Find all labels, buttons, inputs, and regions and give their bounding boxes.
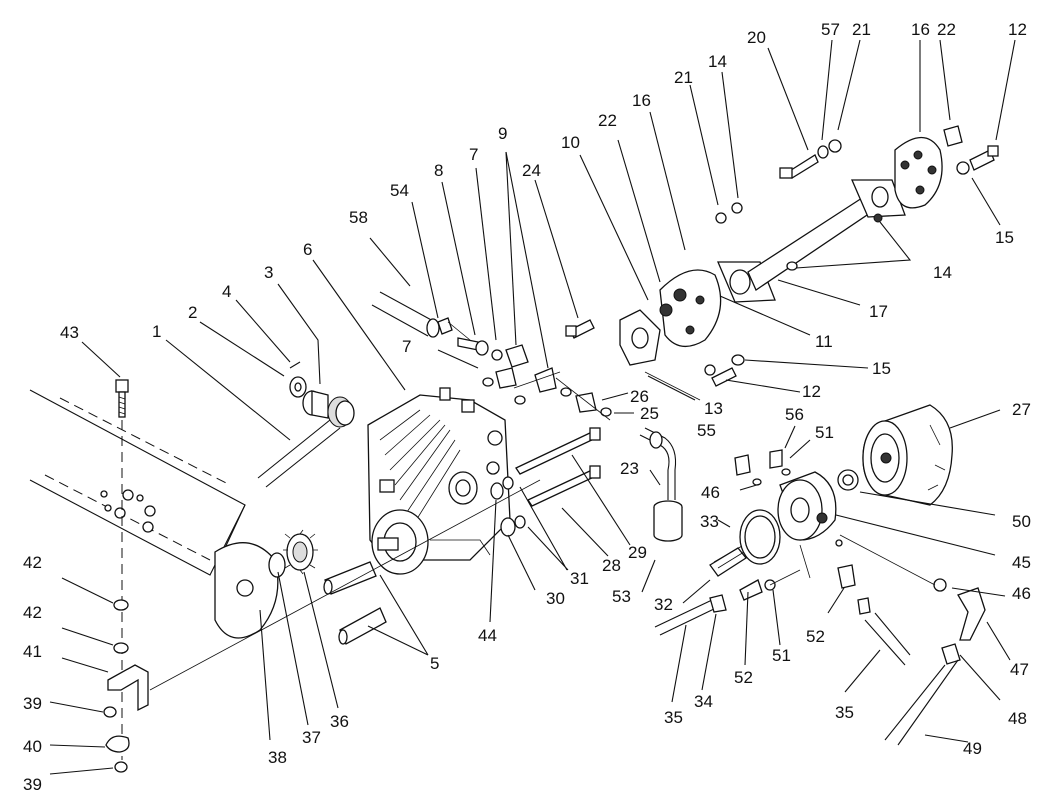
right-flange-parts — [565, 125, 999, 401]
lower-right-fittings — [654, 534, 986, 746]
callout-10: 10 — [561, 133, 580, 152]
callout-55: 55 — [697, 421, 716, 440]
small-parts-2-3-4 — [289, 361, 355, 428]
callout-6: 6 — [303, 240, 312, 259]
callout-20: 20 — [747, 28, 766, 47]
callout-4: 4 — [222, 282, 231, 301]
callout-17: 17 — [869, 302, 888, 321]
callout-53: 53 — [612, 587, 631, 606]
callout-46b: 46 — [1012, 584, 1031, 603]
callout-57: 57 — [821, 20, 840, 39]
callout-7b: 7 — [402, 337, 411, 356]
callout-42b: 42 — [23, 603, 42, 622]
callout-23: 23 — [620, 459, 639, 478]
callout-50: 50 — [1012, 512, 1031, 531]
callout-16a: 16 — [632, 91, 651, 110]
callout-38: 38 — [268, 748, 287, 767]
callout-27: 27 — [1012, 400, 1031, 419]
callout-12b: 12 — [802, 382, 821, 401]
callout-51b: 51 — [772, 646, 791, 665]
long-bolts-28-29 — [515, 427, 601, 507]
leader-lines — [49, 39, 1016, 775]
callout-33: 33 — [700, 512, 719, 531]
callout-15b: 15 — [872, 359, 891, 378]
callout-14a: 14 — [708, 52, 727, 71]
callout-28: 28 — [602, 556, 621, 575]
callout-21a: 21 — [674, 68, 693, 87]
callout-36: 36 — [330, 712, 349, 731]
callout-35a: 35 — [664, 708, 683, 727]
gear-ring-plate — [214, 529, 318, 639]
callout-31: 31 — [570, 569, 589, 588]
cylinder-53 — [653, 500, 683, 542]
callout-37: 37 — [302, 728, 321, 747]
callout-22a: 22 — [598, 111, 617, 130]
callout-46a: 46 — [701, 483, 720, 502]
pins-5 — [149, 479, 541, 691]
callout-49: 49 — [963, 739, 982, 758]
callout-labels: 43 1 2 4 3 6 58 54 8 7 9 24 10 22 16 21 … — [23, 20, 1031, 794]
callout-39b: 39 — [23, 775, 42, 794]
callout-48: 48 — [1008, 709, 1027, 728]
hose-1 — [257, 419, 341, 488]
callout-25: 25 — [640, 404, 659, 423]
bolt-43 — [115, 379, 129, 760]
callout-8: 8 — [434, 161, 443, 180]
fitting-58-54 — [371, 291, 471, 341]
callout-29: 29 — [628, 543, 647, 562]
frame-bracket — [29, 389, 246, 576]
callout-42a: 42 — [23, 553, 42, 572]
callout-58: 58 — [349, 208, 368, 227]
pump-housing-6 — [367, 387, 511, 575]
callout-21b: 21 — [852, 20, 871, 39]
callout-43: 43 — [60, 323, 79, 342]
callout-32: 32 — [654, 595, 673, 614]
callout-9: 9 — [498, 124, 507, 143]
callout-34: 34 — [694, 692, 713, 711]
callout-22b: 22 — [937, 20, 956, 39]
fitting-chain-8-7-9 — [457, 337, 612, 421]
callout-26: 26 — [630, 387, 649, 406]
callout-39a: 39 — [23, 694, 42, 713]
callout-47: 47 — [1010, 660, 1029, 679]
callout-35b: 35 — [835, 703, 854, 722]
callout-16b: 16 — [911, 20, 930, 39]
callout-11: 11 — [815, 332, 833, 351]
callout-24: 24 — [522, 161, 541, 180]
callout-54: 54 — [390, 181, 409, 200]
callout-12a: 12 — [1008, 20, 1027, 39]
callout-13: 13 — [704, 399, 723, 418]
shaft-housing-10-11 — [619, 179, 906, 376]
callout-51a: 51 — [815, 423, 834, 442]
callout-52b: 52 — [734, 668, 753, 687]
callout-41: 41 — [23, 642, 42, 661]
callout-7a: 7 — [469, 145, 478, 164]
callout-40: 40 — [23, 737, 42, 756]
callout-3: 3 — [264, 263, 273, 282]
adapter-45-50 — [734, 449, 859, 565]
callout-45: 45 — [1012, 553, 1031, 572]
callout-30: 30 — [546, 589, 565, 608]
callout-44: 44 — [478, 626, 497, 645]
callout-56: 56 — [785, 405, 804, 424]
washers-30-31-44 — [490, 476, 526, 537]
filter-27 — [862, 404, 953, 506]
tube-23 — [639, 427, 677, 500]
callout-14b: 14 — [933, 263, 952, 282]
hardware-stack — [103, 599, 149, 773]
callout-2: 2 — [188, 303, 197, 322]
callout-15a: 15 — [995, 228, 1014, 247]
callout-1: 1 — [152, 322, 161, 341]
callout-5: 5 — [430, 654, 439, 673]
callout-52a: 52 — [806, 627, 825, 646]
